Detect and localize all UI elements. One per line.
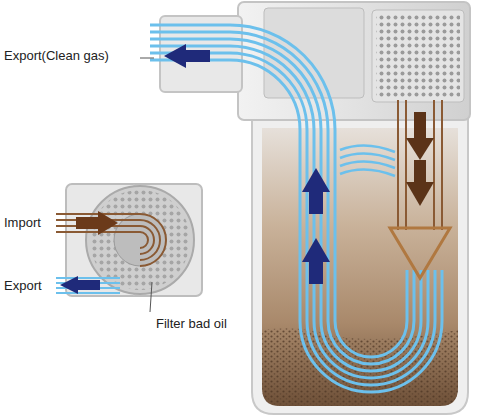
up-arrows: [302, 168, 330, 284]
down-arrows: [406, 112, 434, 206]
top-view-housing: [66, 184, 202, 296]
hollow-down-arrow: [390, 228, 450, 278]
leader-line: [140, 58, 154, 59]
label-text: Export: [4, 278, 42, 294]
filter-head: [238, 2, 470, 120]
export-arrow: [164, 44, 210, 68]
dirty-gas-lines: [398, 100, 442, 230]
top-export-arrow: [60, 276, 100, 294]
label-text: Export(Clean gas): [4, 48, 109, 64]
import-arrow: [76, 211, 118, 235]
perforations: [376, 14, 460, 98]
sediment: [262, 328, 458, 406]
perforated-cap: [372, 10, 464, 102]
label-text: Filter bad oil: [156, 316, 227, 332]
leader-line: [150, 282, 152, 312]
wave-lines: [340, 145, 395, 176]
top-view-perforations: [90, 190, 190, 290]
label-text: Import: [4, 215, 41, 231]
